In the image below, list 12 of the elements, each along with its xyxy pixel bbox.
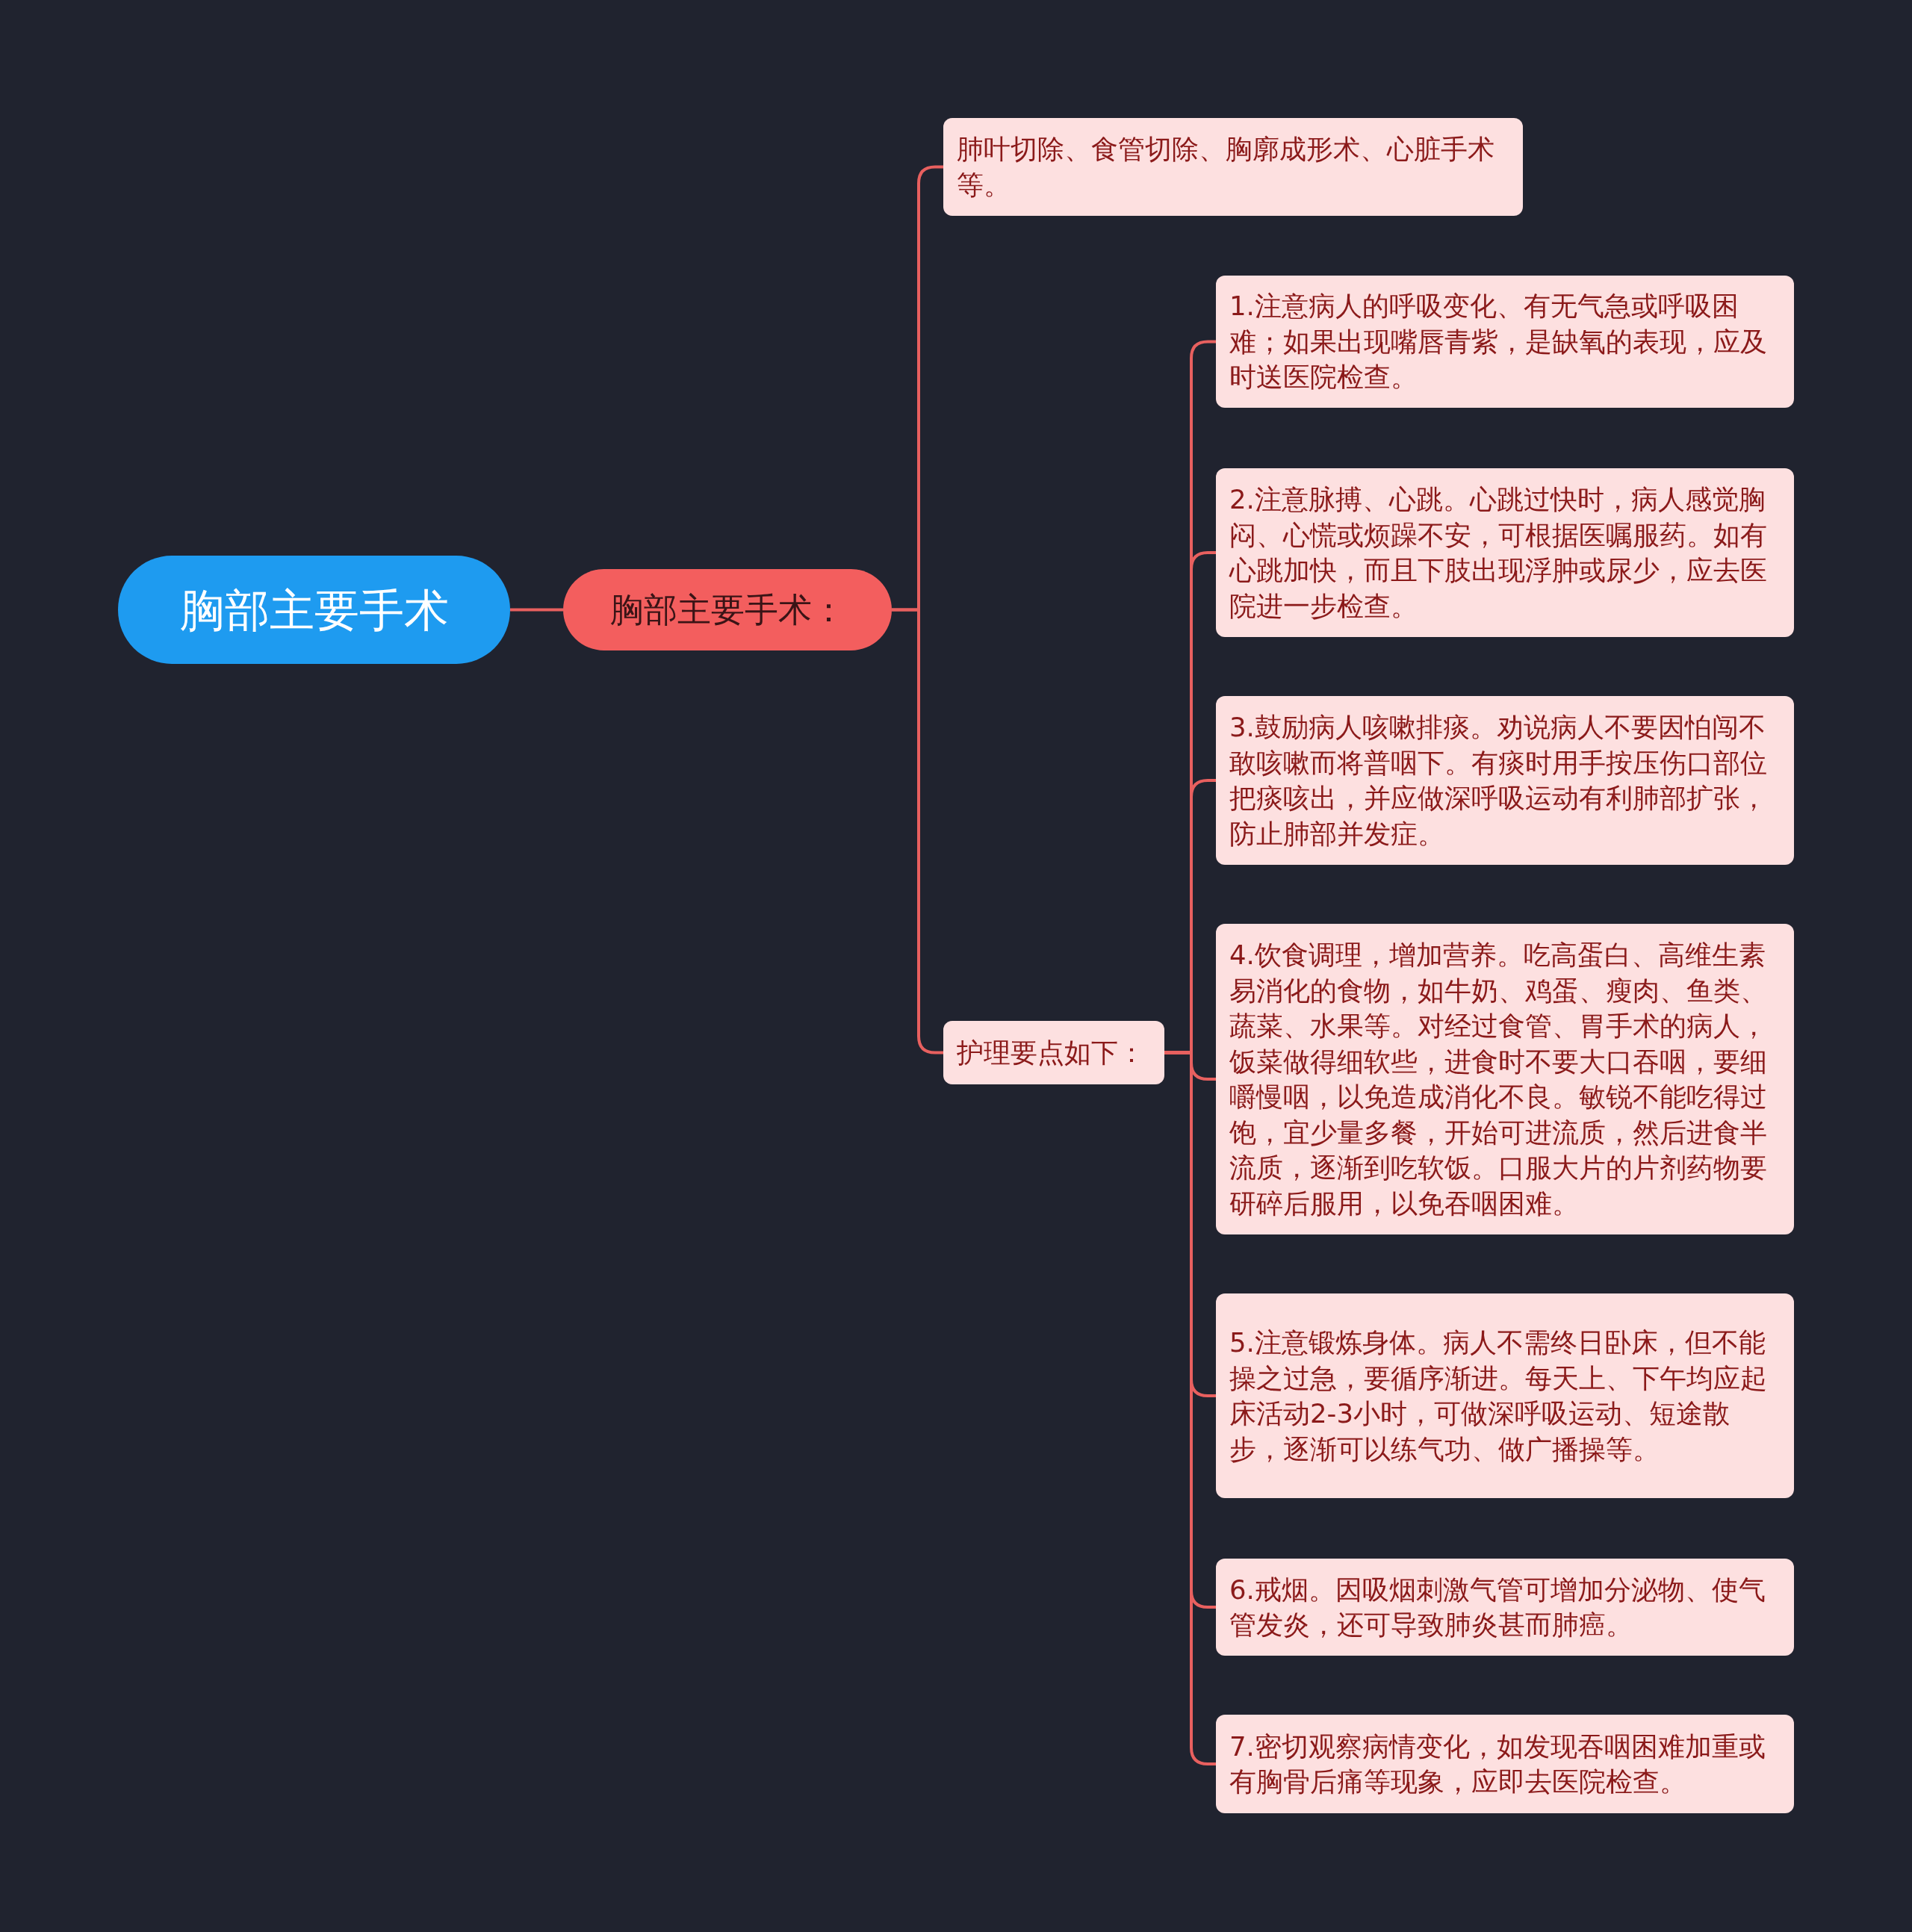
note-box: 3.鼓励病人咳嗽排痰。劝说病人不要因怕闯不敢咳嗽而将普咽下。有痰时用手按压伤口部位把痰咳出，并应做深呼吸运动有利肺部扩张，防止肺部并发症。 [1216, 696, 1794, 865]
subtopic-box: 护理要点如下： [943, 1021, 1164, 1084]
connector-line [510, 608, 563, 612]
note-box: 2.注意脉搏、心跳。心跳过快时，病人感觉胸闷、心慌或烦躁不安，可根据医嘱服药。如有心跳加快，而且下肢出现浮肿或尿少，应去医院进一步检查。 [1216, 468, 1794, 637]
note-box: 6.戒烟。因吸烟刺激气管可增加分泌物、使气管发炎，还可导致肺炎甚而肺癌。 [1216, 1559, 1794, 1656]
root-topic-box: 胸部主要手术 [118, 556, 510, 664]
topic-box: 胸部主要手术： [563, 569, 892, 650]
note-box: 5.注意锻炼身体。病人不需终日卧床，但不能操之过急，要循序渐进。每天上、下午均应起床活动2-3小时，可做深呼吸运动、短途散步，逐渐可以练气功、做广播操等。 [1216, 1293, 1794, 1498]
note-box: 7.密切观察病情变化，如发现吞咽困难加重或有胸骨后痛等现象，应即去医院检查。 [1216, 1715, 1794, 1813]
note-box: 1.注意病人的呼吸变化、有无气急或呼吸困难；如果出现嘴唇青紫，是缺氧的表现，应及时送医院检查。 [1216, 276, 1794, 408]
note-box: 4.饮食调理，增加营养。吃高蛋白、高维生素易消化的食物，如牛奶、鸡蛋、瘦肉、鱼类、蔬菜、水果等。对经过食管、胃手术的病人，饭菜做得细软些，进食时不要大口吞咽，要细嚼慢咽，以免造成消化不良。敏锐不能吃得过饱，宜少量多餐，开始可进流质，然后进食半流质，逐渐到吃软饭。口服大片的片剂药物要研碎后服用，以免吞咽困难。 [1216, 924, 1794, 1234]
subtopic-box: 肺叶切除、食管切除、胸廓成形术、心脏手术等。 [943, 118, 1523, 216]
